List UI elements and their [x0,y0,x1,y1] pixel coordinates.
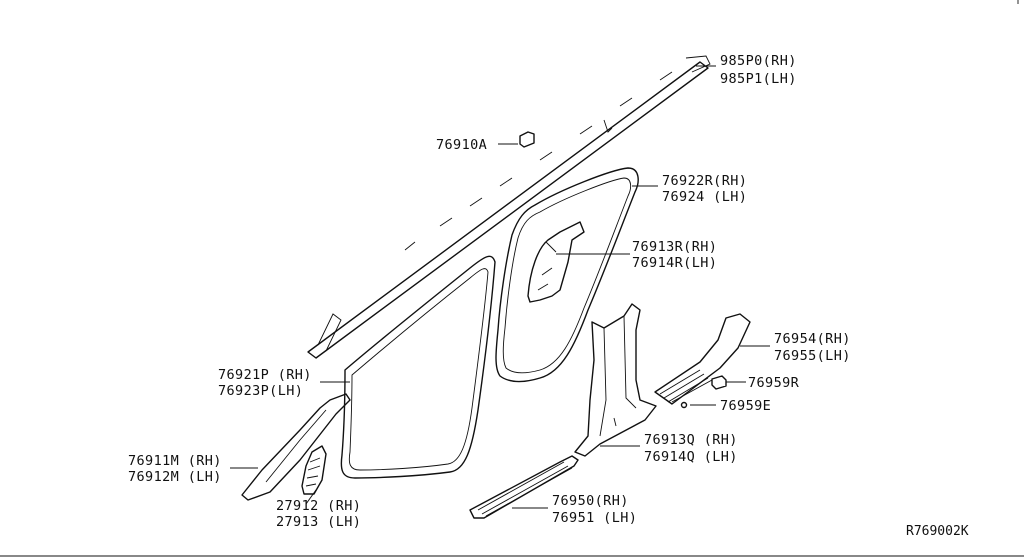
label-76914q-lh: 76914Q (LH) [644,449,738,465]
rear-pillar-trim-part [527,221,585,303]
label-985p0-rh: 985P0(RH) [720,53,797,69]
label-76913r-rh: 76913R(RH) [632,239,717,255]
front-kicking-plate-part [469,455,579,519]
label-76951-lh: 76951 (LH) [552,510,637,526]
label-76955-lh: 76955(LH) [774,348,851,364]
label-76959r: 76959R [748,375,800,391]
label-76922r-rh: 76922R(RH) [662,173,747,189]
speaker-grille-part [301,445,327,495]
label-76911m-rh: 76911M (RH) [128,453,222,469]
label-76912m-lh: 76912M (LH) [128,469,222,485]
label-76910a: 76910A [436,137,487,153]
label-76923p-lh: 76923P(LH) [218,383,303,399]
label-76954-rh: 76954(RH) [774,331,851,347]
curtain-airbag-part [307,55,711,359]
leader-lines [230,65,770,509]
screw-76959e-part [680,401,688,409]
label-76924-lh: 76924 (LH) [662,189,747,205]
rear-kicking-plate-part [654,313,751,405]
clip-76910a-part [519,131,535,148]
label-76921p-rh: 76921P (RH) [218,367,312,383]
center-pillar-lower-trim-part [574,303,657,457]
diagram-reference-code: R769002K [906,524,969,539]
front-pillar-trim-part [241,393,351,501]
label-76914r-lh: 76914R(LH) [632,255,717,271]
label-76913q-rh: 76913Q (RH) [644,432,738,448]
label-76950-rh: 76950(RH) [552,493,629,509]
label-27912-rh: 27912 (RH) [276,498,361,514]
clip-76959r-part [711,375,727,390]
label-985p1-lh: 985P1(LH) [720,71,797,87]
front-door-weatherstrip-part [340,255,496,479]
label-76959e: 76959E [720,398,771,414]
rear-door-weatherstrip-part [495,167,639,383]
label-27913-lh: 27913 (LH) [276,514,361,530]
